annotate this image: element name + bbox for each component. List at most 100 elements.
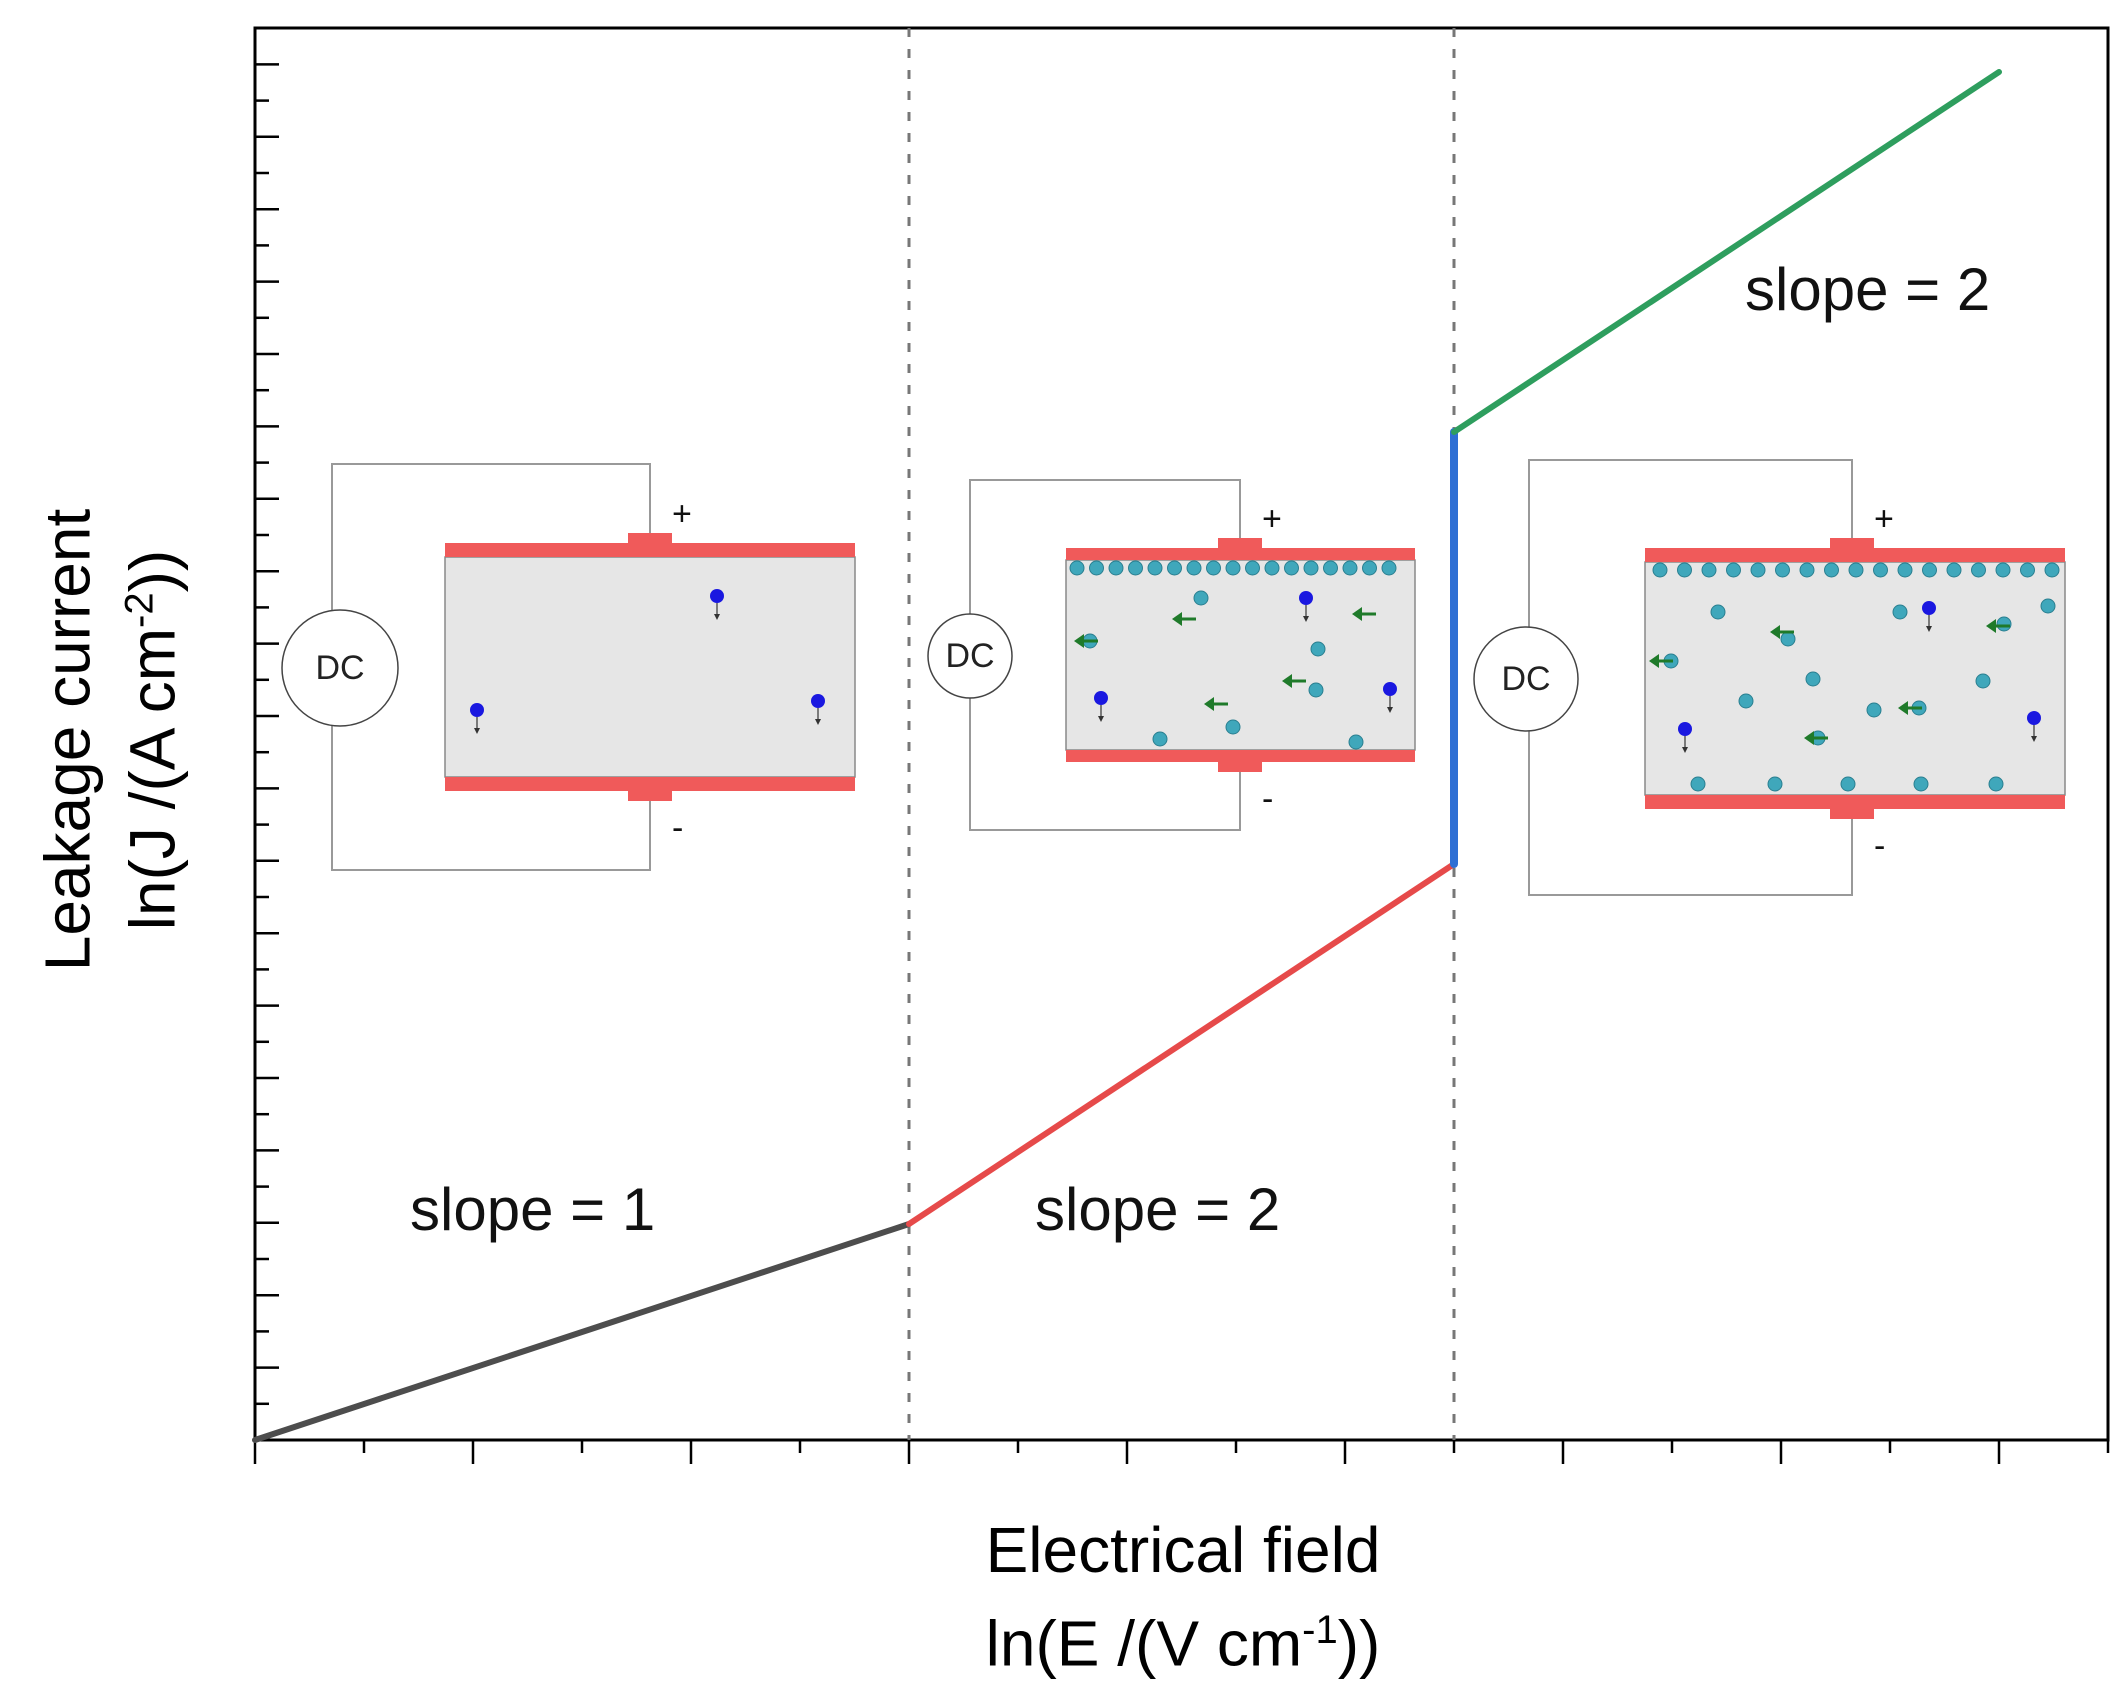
trapped-charge-icon — [1152, 731, 1168, 747]
trapped-charge-icon — [1913, 776, 1929, 792]
circuit-wire — [1528, 459, 1853, 627]
electron-arrowhead — [1387, 707, 1393, 713]
trapped-charge-icon — [1167, 560, 1182, 576]
electron-icon — [1383, 682, 1397, 696]
circuit-wire — [969, 698, 1241, 831]
electron-arrowhead — [1682, 747, 1688, 753]
electron-icon — [2027, 711, 2041, 725]
y-axis-title-line2: ln(J /(A cm-2)) — [116, 549, 189, 931]
electron-arrowhead — [714, 614, 720, 620]
slope-annotation-3: slope = 2 — [1745, 256, 1991, 323]
dc-source-icon — [1473, 626, 1579, 732]
electron-icon — [811, 694, 825, 708]
trapped-charge-icon — [1767, 776, 1783, 792]
device-inset-1: DC+- — [281, 463, 856, 871]
y-axis-title: Leakage current ln(J /(A cm-2)) — [31, 509, 188, 972]
minus-terminal-label: - — [1262, 780, 1273, 818]
trapped-charge-icon — [1750, 562, 1766, 578]
trapped-charge-icon — [1897, 562, 1913, 578]
electron-icon — [1922, 601, 1936, 615]
x-axis-title-line2: ln(E /(V cm-1)) — [985, 1607, 1381, 1680]
trapped-charge-icon — [1193, 590, 1209, 606]
trapped-charge-icon — [1824, 562, 1839, 578]
series-line-2 — [906, 861, 1457, 1227]
dc-source-icon — [927, 613, 1013, 699]
trapped-charge-icon — [1866, 702, 1882, 718]
trapped-charge-icon — [1108, 560, 1124, 576]
trapped-charge-icon — [1303, 560, 1319, 576]
series-line-4 — [1451, 69, 2002, 435]
bottom-electrode — [1645, 795, 2065, 809]
circuit-wire — [331, 726, 651, 871]
trapped-charge-icon — [1848, 562, 1864, 578]
trapped-charge-icon — [1362, 560, 1377, 576]
trapped-charge-icon — [1690, 776, 1706, 792]
trapped-charge-icon — [1089, 560, 1104, 576]
plus-terminal-label: + — [672, 495, 692, 533]
trapped-charge-icon — [1069, 560, 1085, 576]
trapped-charge-icon — [1308, 682, 1324, 698]
detrap-arrowhead — [1770, 625, 1780, 639]
region-dividers — [907, 28, 1456, 1440]
trapped-charge-icon — [1995, 562, 2011, 578]
trapped-charge-icon — [1323, 560, 1338, 576]
plot-axes — [253, 26, 2110, 1464]
device-inset-3: DC+- — [1473, 459, 2066, 896]
electron-arrowhead — [1303, 616, 1309, 622]
trapped-charge-icon — [1342, 560, 1358, 576]
trapped-charge-icon — [1840, 776, 1856, 792]
bottom-contact — [628, 789, 672, 801]
trapped-charge-icon — [1310, 641, 1326, 657]
detrap-arrowhead — [1282, 674, 1292, 688]
y-axis-title-line1: Leakage current — [31, 508, 104, 972]
detrap-arrowhead — [1649, 654, 1659, 668]
trapped-charge-icon — [1225, 719, 1241, 735]
trapped-charge-icon — [1780, 631, 1796, 647]
top-contact — [628, 533, 672, 545]
series-lines — [252, 69, 2002, 1443]
minus-terminal-label: - — [672, 809, 683, 847]
trapped-charge-icon — [1726, 562, 1741, 578]
electron-arrowhead — [2031, 736, 2037, 742]
plus-terminal-label: + — [1262, 500, 1282, 538]
trapped-charge-icon — [1775, 562, 1790, 578]
trapped-charge-icon — [1996, 616, 2012, 632]
electron-arrowhead — [1926, 626, 1932, 632]
trapped-charge-icon — [1701, 562, 1717, 578]
minus-terminal-label: - — [1874, 827, 1885, 865]
dielectric-layer — [444, 556, 856, 778]
dielectric-layer — [1065, 559, 1416, 751]
trapped-charge-icon — [2040, 598, 2056, 614]
trapped-charge-icon — [1264, 560, 1280, 576]
bottom-electrode — [1066, 750, 1415, 762]
top-electrode — [1066, 548, 1415, 560]
electron-icon — [1094, 691, 1108, 705]
trapped-charge-icon — [1873, 562, 1888, 578]
dc-source-label: DC — [1501, 660, 1550, 698]
trapped-charge-icon — [1922, 562, 1937, 578]
trapped-charge-icon — [1971, 562, 1986, 578]
plot-frame — [253, 26, 2110, 1442]
x-axis-title-line1: Electrical field — [985, 1514, 1381, 1586]
trapped-charge-icon — [1381, 560, 1397, 576]
trapped-charge-icon — [1946, 562, 1962, 578]
trapped-charge-icon — [1892, 604, 1908, 620]
detrap-arrowhead — [1986, 619, 1996, 633]
trapped-charge-icon — [1348, 734, 1364, 750]
trapped-charge-icon — [1147, 560, 1163, 576]
bottom-contact — [1218, 760, 1262, 772]
trapped-charge-icon — [1245, 560, 1260, 576]
top-electrode — [1645, 548, 2065, 562]
detrap-arrowhead — [1898, 701, 1908, 715]
trapped-charge-icon — [2020, 562, 2035, 578]
trapped-charge-icon — [1128, 560, 1143, 576]
slope-annotation-2: slope = 2 — [1035, 1176, 1281, 1243]
trapped-charge-icon — [1799, 562, 1815, 578]
detrap-arrowhead — [1172, 612, 1182, 626]
trapped-charge-icon — [1805, 671, 1821, 687]
device-inset-2: DC+- — [927, 479, 1416, 831]
x-axis-title: Electrical field ln(E /(V cm-1)) — [986, 1510, 1381, 1683]
dc-source-icon — [281, 609, 399, 727]
trapped-charge-icon — [1206, 560, 1221, 576]
